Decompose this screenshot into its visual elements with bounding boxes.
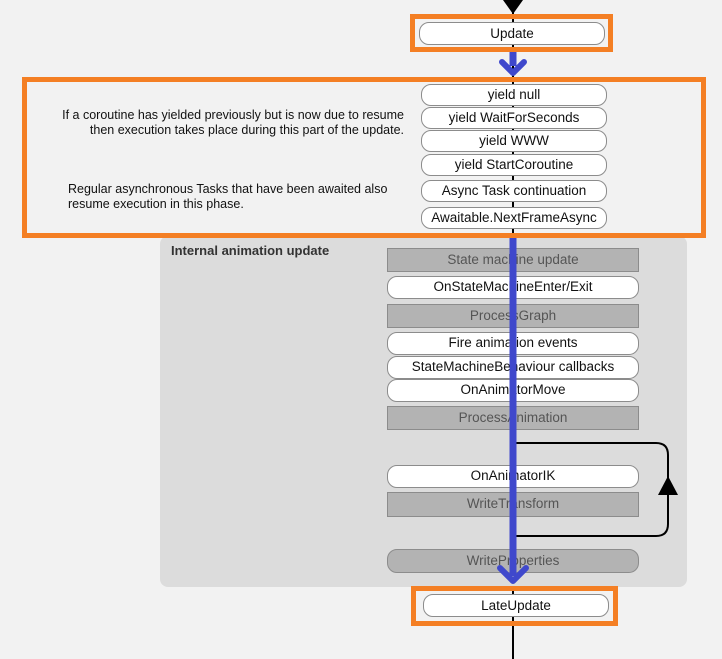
coroutine-highlight-box — [22, 77, 706, 238]
arrow-down-icon — [499, 59, 527, 76]
ik-loop-path — [513, 442, 669, 537]
async-task-note: Regular asynchronous Tasks that have bee… — [68, 182, 388, 211]
animation-panel-title: Internal animation update — [171, 243, 330, 258]
arrow-down-icon — [497, 565, 529, 584]
coroutine-item-yield-startcoroutine: yield StartCoroutine — [421, 154, 607, 176]
coroutine-item-yield-waitforseconds: yield WaitForSeconds — [421, 107, 607, 129]
coroutine-item-awaitable-nextframe: Awaitable.NextFrameAsync — [421, 207, 607, 229]
lateupdate-node: LateUpdate — [423, 594, 609, 617]
lateupdate-highlight-box — [411, 586, 618, 626]
coroutine-item-yield-www: yield WWW — [421, 130, 607, 152]
update-node: Update — [419, 22, 605, 45]
coroutine-item-yield-null: yield null — [421, 84, 607, 106]
update-highlight-box — [410, 14, 613, 52]
loop-arrow-up-icon — [658, 476, 678, 495]
top-arrowhead-icon — [503, 0, 523, 14]
coroutine-note: If a coroutine has yielded previously bu… — [62, 108, 404, 137]
coroutine-item-async-task: Async Task continuation — [421, 180, 607, 202]
